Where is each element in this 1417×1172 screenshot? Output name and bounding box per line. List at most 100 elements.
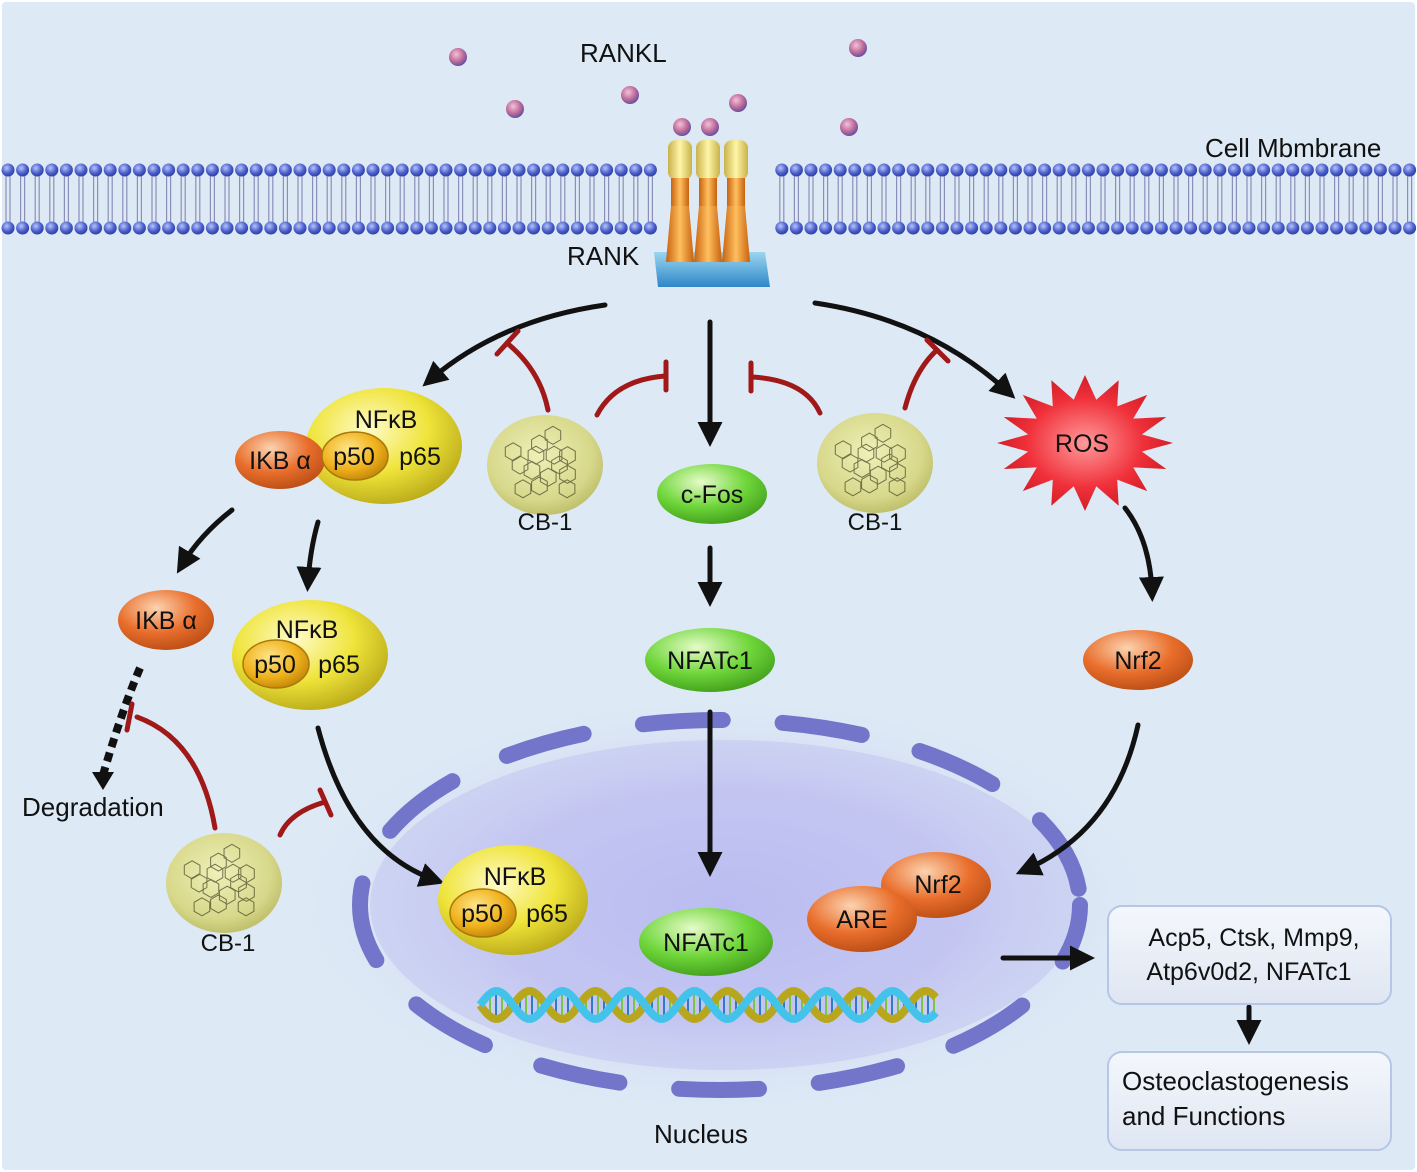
lipid-head-outer	[147, 163, 161, 177]
lipid-head-outer	[1330, 163, 1344, 177]
p65-nuc-label: p65	[526, 900, 568, 928]
ikba-top-node	[235, 431, 325, 489]
lipid-head-inner	[819, 221, 833, 235]
cb1-sphere	[487, 415, 603, 515]
lipid-head-outer	[89, 163, 103, 177]
rank-label: RANK	[567, 241, 640, 271]
nfatc1-mid: NFATc1	[645, 628, 775, 692]
lipid-head-outer	[906, 163, 920, 177]
lipid-head-outer	[527, 163, 541, 177]
lipid-head-outer	[176, 163, 190, 177]
lipid-head-outer	[994, 163, 1008, 177]
dna-helix	[476, 987, 939, 1023]
lipid-head-inner	[1023, 221, 1037, 235]
lipid-head-outer	[497, 163, 511, 177]
inhibit-nfkb-translocation	[277, 799, 328, 838]
lipid-head-outer	[366, 163, 380, 177]
lipid-head-outer	[541, 163, 555, 177]
lipid-head-inner	[1008, 221, 1022, 235]
functions-line-2: and Functions	[1122, 1101, 1285, 1131]
lipid-head-inner	[497, 221, 511, 235]
lipid-head-inner	[264, 221, 278, 235]
degradation-label: Degradation	[22, 792, 164, 822]
cb1-structure	[834, 423, 906, 497]
lipid-head-outer	[629, 163, 643, 177]
lipid-head-outer	[1286, 163, 1300, 177]
lipid-head-outer	[935, 163, 949, 177]
cell-membrane	[1, 163, 1417, 235]
lipid-head-inner	[132, 221, 146, 235]
lipid-head-inner	[965, 221, 979, 235]
rank-subunit-top	[696, 140, 720, 180]
lipid-head-outer	[1388, 163, 1402, 177]
lipid-head-outer	[1052, 163, 1066, 177]
inhibition-lines	[124, 328, 951, 838]
p50-nuc-label: p50	[461, 900, 503, 928]
arrow-nfkb-release	[296, 519, 322, 592]
nfkb-mid-label: NFκB	[276, 616, 339, 644]
lipid-head-inner	[468, 221, 482, 235]
lipid-head-inner	[1154, 221, 1168, 235]
lipid-head-inner	[278, 221, 292, 235]
lipid-head-inner	[585, 221, 599, 235]
lipid-head-outer	[979, 163, 993, 177]
p50-top	[321, 431, 389, 481]
inhibit-cfos-right	[749, 374, 823, 416]
lipid-head-inner	[979, 221, 993, 235]
lipid-head-outer	[1300, 163, 1314, 177]
lipid-head-inner	[176, 221, 190, 235]
cb1-structure	[504, 425, 576, 499]
lipid-head-inner	[366, 221, 380, 235]
lipid-head-inner	[570, 221, 584, 235]
lipid-head-outer	[775, 163, 789, 177]
lipid-head-outer	[1198, 163, 1212, 177]
lipid-head-outer	[351, 163, 365, 177]
lipid-head-inner	[1242, 221, 1256, 235]
lipid-head-inner	[191, 221, 205, 235]
lipid-head-inner	[877, 221, 891, 235]
lipid-head-outer	[337, 163, 351, 177]
lipid-head-inner	[439, 221, 453, 235]
genes-line-2: Atp6v0d2, NFATc1	[1146, 958, 1351, 986]
lipid-head-inner	[1111, 221, 1125, 235]
lipid-head-inner	[351, 221, 365, 235]
lipid-head-inner	[1257, 221, 1271, 235]
rank-subunit-top	[724, 140, 748, 180]
lipid-head-outer	[103, 163, 117, 177]
arrow-nrf2-to-nucleus	[1015, 722, 1141, 876]
lipid-head-outer	[848, 163, 862, 177]
lipid-head-outer	[424, 163, 438, 177]
lipid-head-outer	[483, 163, 497, 177]
rankl-molecule	[701, 118, 719, 136]
are-node	[807, 886, 917, 952]
target-genes-box: Acp5, Ctsk, Mmp9, Atp6v0d2, NFATc1	[1107, 905, 1392, 1005]
lipid-head-outer	[322, 163, 336, 177]
lipid-head-outer	[1227, 163, 1241, 177]
inhibit-bar-4	[924, 337, 951, 364]
lipid-head-inner	[1125, 221, 1139, 235]
arrow-nfkb-to-nucleus	[315, 725, 445, 887]
lipid-head-inner	[220, 221, 234, 235]
rank-subunit-foot	[694, 206, 722, 262]
lipid-head-outer	[950, 163, 964, 177]
lipid-head-outer	[132, 163, 146, 177]
cb1-molecule	[487, 415, 603, 515]
lipid-head-outer	[1271, 163, 1285, 177]
lipid-head-inner	[30, 221, 44, 235]
genes-box-frame	[1107, 905, 1392, 1005]
lipid-head-inner	[89, 221, 103, 235]
lipid-head-inner	[892, 221, 906, 235]
lipid-head-outer	[1081, 163, 1095, 177]
lipid-head-outer	[789, 163, 803, 177]
lipid-head-inner	[541, 221, 555, 235]
cb1-bottom-label: CB-1	[201, 930, 256, 957]
rankl-molecule	[449, 48, 467, 66]
rank-subunit-neck	[671, 178, 689, 208]
lipid-head-inner	[804, 221, 818, 235]
rankl-ligands	[449, 39, 867, 136]
rank-subunit-neck	[699, 178, 717, 208]
cb1-molecule	[166, 833, 282, 933]
p50-nuc	[449, 888, 517, 938]
lipid-head-inner	[205, 221, 219, 235]
lipid-head-inner	[1140, 221, 1154, 235]
